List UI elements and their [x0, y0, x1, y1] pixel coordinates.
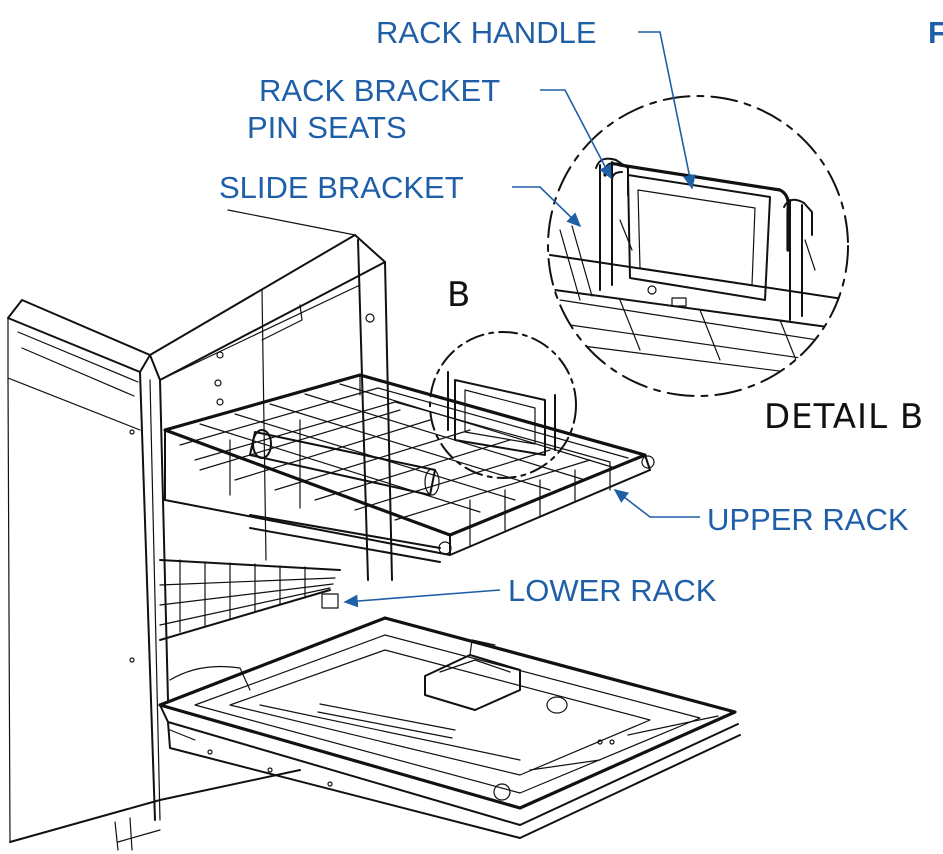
callout-leaders	[343, 31, 700, 608]
rack-handle-leader	[638, 31, 696, 190]
rack-handle-label: RACK HANDLE	[376, 15, 597, 50]
detail-b-letter: B	[447, 275, 471, 315]
dishwasher-body	[7, 209, 393, 851]
rack-bracket-leader	[540, 89, 612, 180]
detail-b-view	[547, 95, 849, 397]
detail-b-title: DETAIL B	[764, 397, 924, 437]
open-door	[158, 616, 741, 839]
lower-rack	[159, 559, 341, 691]
upper-rack	[163, 371, 655, 563]
slide-bracket-label: SLIDE BRACKET	[219, 170, 464, 205]
slide-bracket-leader	[512, 186, 582, 228]
detail-b-marker-circle	[429, 331, 577, 479]
lower-rack-leader	[343, 589, 501, 608]
upper-rack-label: UPPER RACK	[707, 502, 909, 537]
rack-bracket-label-line2: PIN SEATS	[247, 110, 407, 145]
lower-rack-label: LOWER RACK	[508, 573, 717, 608]
upper-rack-leader	[613, 489, 700, 518]
corner-fragment-text: F	[928, 15, 943, 50]
rack-bracket-label-line1: RACK BRACKET	[259, 73, 500, 108]
